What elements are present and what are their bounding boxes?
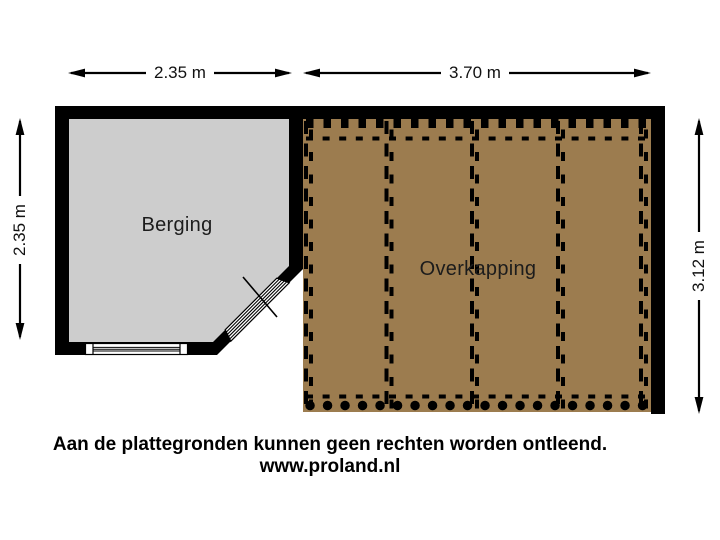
dimension-label-overkapping-height: 3.12 m: [686, 232, 712, 300]
disclaimer-text: Aan de plattegronden kunnen geen rechten…: [52, 434, 608, 455]
overkapping-right-wall: [651, 106, 665, 414]
berging-door: [224, 276, 291, 343]
dimension-label-berging-width: 2.35 m: [146, 60, 214, 86]
footer-text: Aan de plattegronden kunnen geen rechten…: [30, 434, 630, 478]
berging-floor: [69, 119, 289, 342]
dimension-label-berging-height: 2.35 m: [7, 196, 33, 264]
room-label-berging: Berging: [141, 214, 213, 236]
overkapping-beam-lines: [304, 121, 648, 410]
room-label-overkapping: Overkapping: [419, 258, 537, 280]
dimension-label-overkapping-width: 3.70 m: [441, 60, 509, 86]
website-text: www.proland.nl: [259, 456, 401, 477]
door-swing-line: [242, 276, 278, 318]
berging-window: [84, 342, 189, 356]
